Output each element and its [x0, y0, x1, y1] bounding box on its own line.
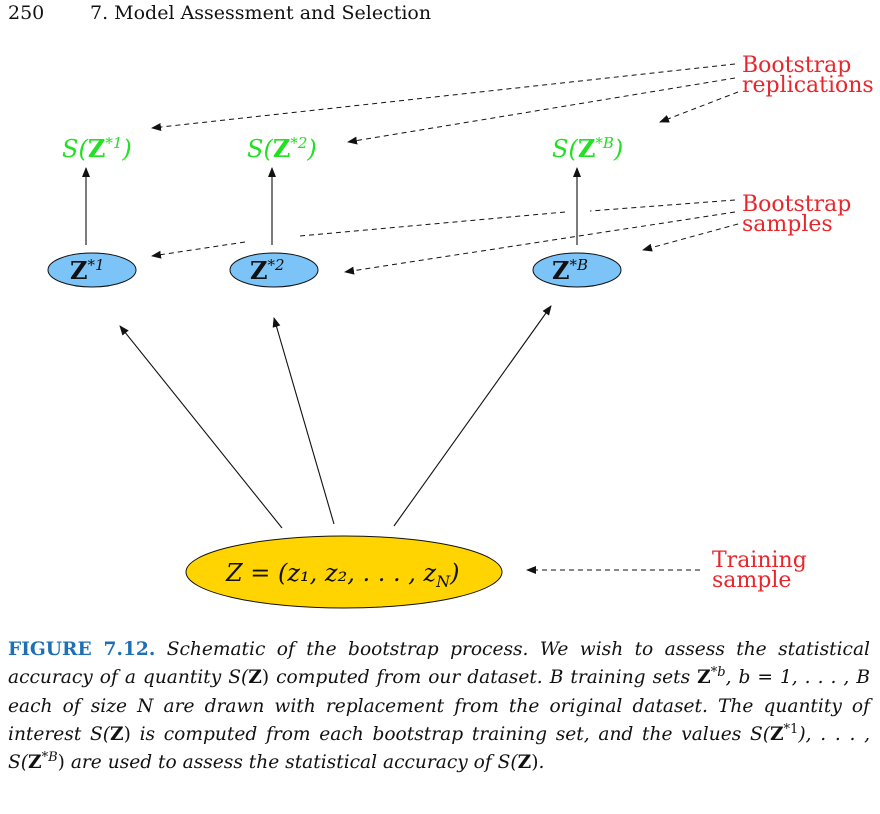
resample-arrows	[119, 305, 552, 529]
page-number: 250	[8, 2, 45, 24]
bootstrap-node-b: Z*B	[532, 252, 622, 288]
label-training-sample: Training sample	[712, 548, 814, 593]
replication-pointers	[151, 63, 739, 145]
bootstrap-node-2: Z*2	[229, 252, 319, 288]
svg-text:Z*B: Z*B	[552, 256, 588, 285]
bootstrap-diagram: Bootstrap replications Bootstrap samples…	[47, 53, 874, 609]
svg-text:Z = (z₁, z₂, . . . , zN): Z = (z₁, z₂, . . . , zN)	[225, 559, 460, 591]
statistic-b: S(Z*B)	[552, 134, 623, 163]
statistic-2: S(Z*2)	[247, 134, 317, 163]
training-node: Z = (z₁, z₂, . . . , zN)	[185, 535, 503, 609]
svg-text:Z*2: Z*2	[250, 256, 285, 285]
label-bootstrap-samples: Bootstrap samples	[742, 192, 858, 237]
statistic-1: S(Z*1)	[62, 134, 132, 163]
page-header: 250 7. Model Assessment and Selection	[8, 0, 431, 26]
statistic-arrows	[82, 167, 581, 245]
figure-caption: FIGURE 7.12. Schematic of the bootstrap …	[8, 639, 870, 774]
bootstrap-nodes: Z*1 Z*2 Z*B	[47, 252, 622, 288]
bootstrap-node-1: Z*1	[47, 252, 137, 288]
statistics: S(Z*1) S(Z*2) S(Z*B)	[62, 134, 623, 163]
figure-label: FIGURE 7.12.	[8, 639, 156, 660]
svg-text:Z*1: Z*1	[70, 256, 105, 285]
running-title: 7. Model Assessment and Selection	[90, 2, 432, 24]
sample-pointers	[151, 199, 739, 275]
label-bootstrap-replications: Bootstrap replications	[742, 53, 874, 98]
